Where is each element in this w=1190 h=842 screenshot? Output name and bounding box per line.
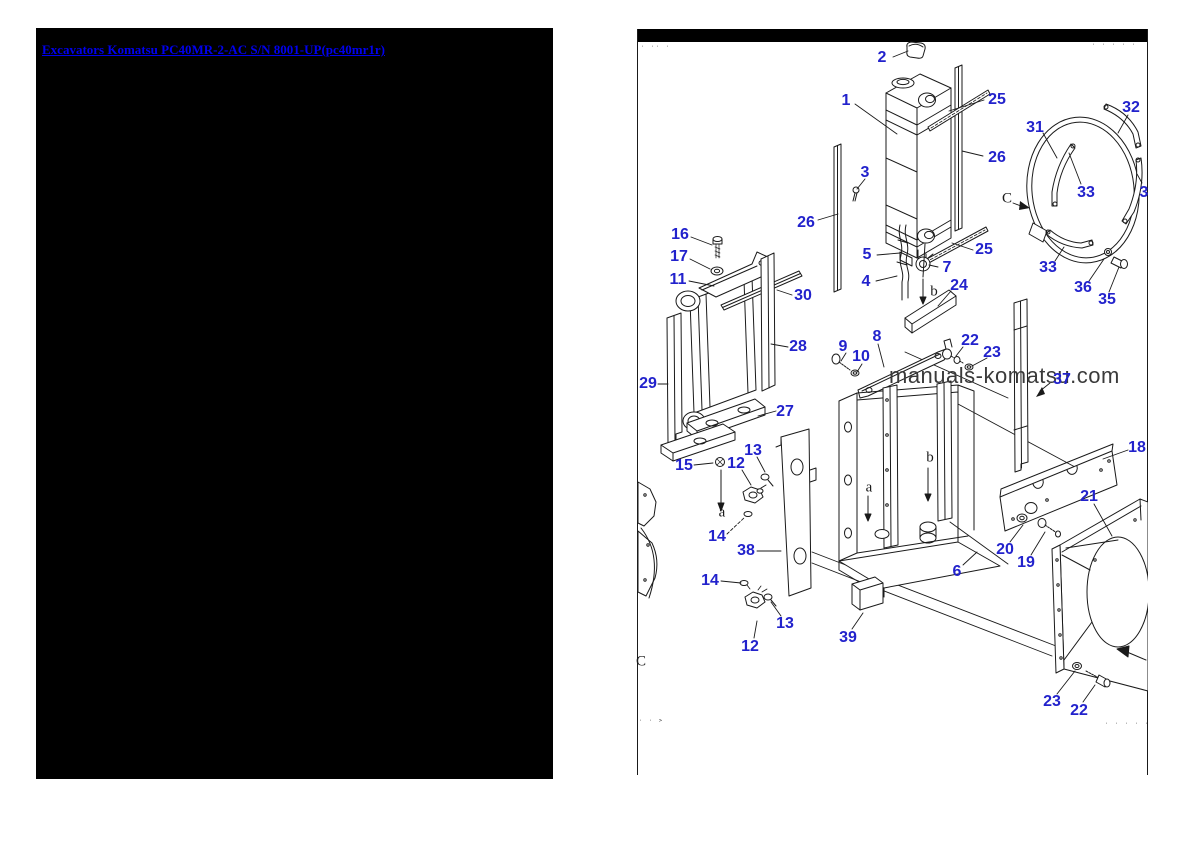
page-mark-bottom-left: · · > <box>639 718 665 724</box>
watermark: manuals-komatsu.com <box>889 363 1120 388</box>
fan-guard-ring-drawing <box>1026 103 1143 269</box>
washer-20-bolt-19-drawing <box>1016 513 1061 538</box>
screw-3-drawing <box>852 186 860 202</box>
parts-diagram-svg <box>637 29 1148 775</box>
parts-page: · ·· · · · · · · · · > · · · · · <box>637 29 1148 775</box>
page-mark-top-right: · · · · · <box>1092 42 1138 48</box>
fitting-group-upper-drawing <box>742 473 774 517</box>
fitting-group-lower-drawing <box>739 580 777 609</box>
radiator-drawing <box>885 73 952 267</box>
post-37-drawing <box>1013 298 1029 473</box>
pad-39-drawing <box>851 576 884 611</box>
page-top-bar <box>637 29 1148 42</box>
washer-17-drawing <box>710 266 724 276</box>
bolt-9-10-drawing <box>831 353 860 377</box>
reservoir-cap-drawing <box>906 41 926 59</box>
left-black-panel: Excavators Komatsu PC40MR-2-AC S/N 8001-… <box>36 28 553 779</box>
side-channel-bars-drawing <box>833 64 963 293</box>
manual-link[interactable]: Excavators Komatsu PC40MR-2-AC S/N 8001-… <box>42 42 385 57</box>
leader-lines <box>657 50 1143 703</box>
fan-shroud-21-drawing <box>1051 498 1148 692</box>
frame-rails-drawing <box>811 351 1076 657</box>
bolt-22-23-bottom-drawing <box>1072 662 1111 688</box>
bolt-16-drawing <box>712 236 723 259</box>
bracket-8-drawing <box>857 338 953 399</box>
bolt-22-23-mid-drawing <box>942 348 974 371</box>
bar-29-drawing <box>666 312 683 445</box>
oil-cooler-drawing <box>675 251 773 431</box>
plate-18-drawing <box>999 443 1118 532</box>
plate-38-drawing <box>775 428 817 597</box>
page-mark-top-left: · ·· · <box>641 44 672 50</box>
frame-6-drawing <box>838 278 1001 598</box>
bar-28-drawing <box>760 252 776 392</box>
bolt-15-drawing <box>715 457 725 512</box>
bar-24-drawing <box>904 289 957 334</box>
page-mark-bottom-right: · · · · · <box>1105 721 1151 727</box>
bracket-27-drawing <box>660 398 766 462</box>
left-edge-fragment-drawing <box>637 481 658 599</box>
hose-drawing <box>896 224 934 301</box>
